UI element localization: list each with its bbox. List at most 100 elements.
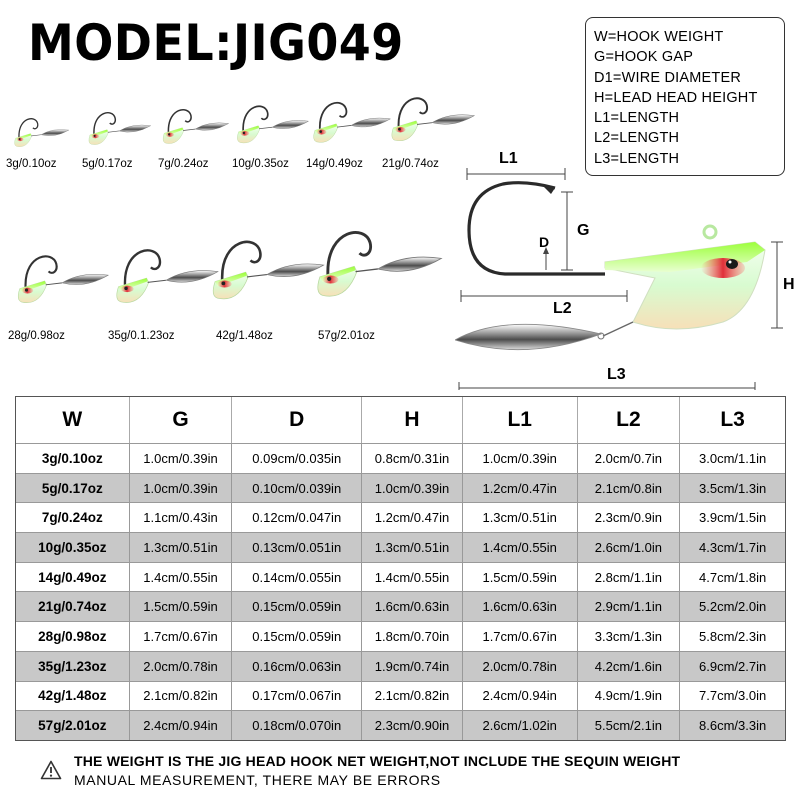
cell-l2: 4.2cm/1.6in	[577, 650, 681, 681]
cell-g: 2.0cm/0.78in	[129, 650, 233, 681]
legend-line-d1: D1=WIRE DIAMETER	[594, 69, 742, 86]
cell-d: 0.15cm/0.059in	[232, 621, 363, 651]
cell-w: 42g/1.48oz	[16, 680, 130, 711]
cell-l2: 2.8cm/1.1in	[577, 561, 681, 592]
legend-line-l2: L2=LENGTH	[594, 130, 680, 147]
cell-l3: 5.2cm/2.0in	[680, 591, 785, 622]
cell-w: 10g/0.35oz	[16, 532, 130, 562]
cell-g: 1.0cm/0.39in	[129, 472, 233, 503]
cell-l1: 2.0cm/0.78in	[462, 650, 578, 681]
lure-label-28g: 28g/0.98oz	[8, 330, 65, 342]
cell-g: 1.1cm/0.43in	[129, 502, 233, 533]
cell-l2: 2.3cm/0.9in	[577, 502, 681, 533]
cell-g: 1.4cm/0.55in	[129, 561, 233, 592]
cell-w: 14g/0.49oz	[16, 561, 130, 592]
note-weight: THE WEIGHT IS THE JIG HEAD HOOK NET WEIG…	[74, 753, 681, 769]
legend-line-l1: L1=LENGTH	[594, 110, 680, 127]
cell-l3: 6.9cm/2.7in	[680, 650, 785, 681]
cell-l2: 4.9cm/1.9in	[577, 680, 681, 711]
lure-image-42g	[208, 222, 326, 320]
cell-h: 1.0cm/0.39in	[362, 472, 463, 503]
cell-l3: 3.9cm/1.5in	[680, 502, 785, 532]
cell-g: 1.3cm/0.51in	[129, 532, 233, 562]
cell-l3: 7.7cm/3.0in	[680, 680, 785, 711]
cell-h: 1.9cm/0.74in	[362, 650, 463, 681]
lure-label-3g: 3g/0.10oz	[6, 158, 57, 170]
cell-g: 1.0cm/0.39in	[129, 443, 233, 473]
cell-l2: 2.0cm/0.7in	[577, 443, 681, 473]
dim-label-l2: L2	[553, 300, 572, 317]
cell-l3: 3.0cm/1.1in	[680, 443, 785, 473]
cell-d: 0.14cm/0.055in	[232, 561, 363, 592]
dim-label-h: H	[783, 276, 795, 293]
cell-h: 1.8cm/0.70in	[362, 621, 463, 651]
legend-line-h: H=LEAD HEAD HEIGHT	[594, 89, 758, 106]
lure-label-10g: 10g/0.35oz	[232, 158, 289, 170]
cell-l3: 3.5cm/1.3in	[680, 472, 785, 503]
dim-label-d: D	[539, 234, 550, 250]
lure-image-3g	[12, 108, 70, 158]
note-measurement: MANUAL MEASUREMENT, THERE MAY BE ERRORS	[74, 772, 441, 788]
lure-image-5g	[86, 102, 152, 156]
cell-g: 2.4cm/0.94in	[129, 710, 233, 740]
dim-label-l1: L1	[499, 150, 518, 167]
cell-l1: 1.5cm/0.59in	[462, 561, 578, 592]
cell-w: 21g/0.74oz	[16, 591, 130, 622]
header-l3: L3	[720, 408, 745, 431]
dimension-diagram-drawing	[453, 168, 783, 390]
legend-box: W=HOOK WEIGHT G=HOOK GAP D1=WIRE DIAMETE…	[585, 17, 785, 176]
header-w: W	[16, 397, 130, 443]
warning-triangle-icon	[40, 760, 62, 780]
lure-label-21g: 21g/0.74oz	[382, 158, 439, 170]
cell-g: 1.7cm/0.67in	[129, 621, 233, 651]
lure-label-7g: 7g/0.24oz	[158, 158, 209, 170]
cell-l1: 2.4cm/0.94in	[462, 680, 578, 711]
header-l2: L2	[578, 397, 681, 443]
cell-h: 1.4cm/0.55in	[362, 561, 463, 592]
lure-image-28g	[14, 240, 110, 320]
cell-l1: 2.6cm/1.02in	[462, 710, 578, 740]
header-g: G	[130, 397, 233, 443]
cell-l1: 1.4cm/0.55in	[462, 532, 578, 562]
cell-w: 57g/2.01oz	[16, 710, 130, 740]
cell-l3: 4.3cm/1.7in	[680, 532, 785, 562]
cell-h: 2.3cm/0.90in	[362, 710, 463, 740]
cell-l1: 1.2cm/0.47in	[462, 472, 578, 503]
cell-w: 3g/0.10oz	[16, 443, 130, 473]
cell-l2: 2.9cm/1.1in	[577, 591, 681, 622]
cell-d: 0.13cm/0.051in	[232, 532, 363, 562]
cell-d: 0.12cm/0.047in	[232, 502, 363, 533]
cell-d: 0.16cm/0.063in	[232, 650, 363, 681]
header-d: D	[232, 397, 363, 443]
cell-h: 1.6cm/0.63in	[362, 591, 463, 622]
cell-g: 1.5cm/0.59in	[129, 591, 233, 622]
cell-w: 35g/1.23oz	[16, 650, 130, 681]
cell-l2: 2.1cm/0.8in	[577, 472, 681, 503]
cell-d: 0.10cm/0.039in	[232, 472, 363, 503]
header-l1: L1	[463, 397, 578, 443]
cell-l2: 2.6cm/1.0in	[577, 532, 681, 562]
cell-w: 7g/0.24oz	[16, 502, 130, 533]
lure-image-57g	[312, 210, 444, 320]
cell-l3: 4.7cm/1.8in	[680, 561, 785, 592]
cell-w: 28g/0.98oz	[16, 621, 130, 651]
cell-l2: 3.3cm/1.3in	[577, 621, 681, 651]
lure-label-5g: 5g/0.17oz	[82, 158, 133, 170]
cell-h: 1.3cm/0.51in	[362, 532, 463, 562]
cell-l2: 5.5cm/2.1in	[577, 710, 681, 740]
dimension-diagram: L1 G D L2 H L3	[453, 150, 800, 390]
legend-line-l3: L3=LENGTH	[594, 150, 680, 167]
page-title: MODEL:JIG049	[28, 14, 404, 72]
lure-label-35g: 35g/0.1.23oz	[108, 330, 175, 342]
cell-l1: 1.3cm/0.51in	[462, 502, 578, 533]
cell-d: 0.17cm/0.067in	[232, 680, 363, 711]
cell-l1: 1.7cm/0.67in	[462, 621, 578, 651]
lure-label-14g: 14g/0.49oz	[306, 158, 363, 170]
